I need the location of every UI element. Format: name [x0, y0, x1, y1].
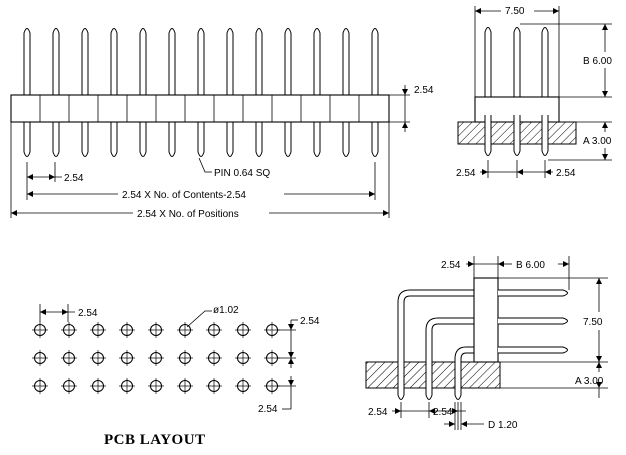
front-pin-lower: [284, 121, 292, 157]
pcb-hole: [32, 322, 48, 338]
side-b-label: B 6.00: [583, 56, 612, 67]
side-pitch-right-label: 2.54: [556, 168, 576, 179]
pcb-hole: [206, 350, 222, 366]
pcb-hole: [119, 378, 135, 394]
ra-b-label: B 6.00: [516, 260, 545, 271]
pcb-hole: [177, 350, 193, 366]
ra-bottom-mid-label: 2.54: [433, 407, 453, 418]
pcb-hole: [264, 350, 280, 366]
front-pin-lower: [226, 121, 234, 157]
front-pin: [197, 28, 205, 96]
front-pitch-label: 2.54: [64, 173, 84, 184]
pcb-hole: [264, 322, 280, 338]
pcb-holes: [32, 322, 280, 394]
contents-dimension-label: 2.54 X No. of Contents-2.54: [122, 190, 246, 201]
front-pin-lower: [52, 121, 60, 157]
pcb-hole: [235, 378, 251, 394]
pcb-hole: [148, 322, 164, 338]
ra-pin-bottom: [454, 346, 475, 400]
front-pin-lower: [255, 121, 263, 157]
front-pin: [168, 28, 176, 96]
pin-size-label: PIN 0.64 SQ: [214, 168, 270, 179]
ra-height-label: 7.50: [583, 317, 603, 328]
pcb-hole: [235, 322, 251, 338]
front-pin: [81, 28, 89, 96]
pcb-hole: [148, 350, 164, 366]
front-pin-lower: [197, 121, 205, 157]
housing-dividers: [39, 95, 360, 122]
pcb-hole: [235, 350, 251, 366]
front-pin: [139, 28, 147, 96]
front-pin-lower: [371, 121, 379, 157]
pcb-pitch-bottom-label: 2.54: [258, 404, 278, 415]
right-angle-view: 2.54 B 6.00 7.50 A 3.00 2.54 2.54: [365, 256, 608, 431]
pcb-hole: [32, 350, 48, 366]
ra-pin-top: [397, 289, 475, 400]
pcb-hole: [148, 378, 164, 394]
front-pin: [52, 28, 60, 96]
front-pin: [23, 28, 31, 96]
side-pitch-left-label: 2.54: [456, 168, 476, 179]
ra-pcb: [365, 361, 501, 389]
pcb-hole: [90, 322, 106, 338]
front-pin-lower: [342, 121, 350, 157]
front-pin: [371, 28, 379, 96]
front-pin: [255, 28, 263, 96]
front-pin-lower: [139, 121, 147, 157]
ra-d-label: D 1.20: [488, 420, 518, 431]
front-pin: [110, 28, 118, 96]
front-view: 2.54 2.54 PIN 0.64 SQ 2.54 X No. of Cont…: [10, 28, 434, 220]
pcb-hole: [119, 350, 135, 366]
pcb-layout-title: PCB LAYOUT: [104, 432, 206, 448]
pcb-hole: [177, 378, 193, 394]
pcb-hole: [90, 350, 106, 366]
front-pin-lower: [81, 121, 89, 157]
front-pin-lower: [23, 121, 31, 157]
pcb-layout: 2.54 ø1.02 2.54 2.54 PCB LAYOUT: [32, 304, 320, 448]
pcb-hole: [206, 378, 222, 394]
ra-bottom-left-label: 2.54: [368, 407, 388, 418]
pcb-hole: [61, 322, 77, 338]
pcb-hole-label: ø1.02: [213, 305, 239, 316]
front-pin-lower: [110, 121, 118, 157]
front-pin: [226, 28, 234, 96]
side-a-label: A 3.00: [583, 136, 612, 147]
front-pin: [313, 28, 321, 96]
pcb-hole: [32, 378, 48, 394]
pcb-pitch-right-label: 2.54: [300, 316, 320, 327]
ra-a-label: A 3.00: [575, 376, 604, 387]
ra-pin-mid: [425, 317, 475, 400]
pcb-hole: [90, 378, 106, 394]
pcb-hole: [61, 350, 77, 366]
front-pin: [342, 28, 350, 96]
front-pin: [284, 28, 292, 96]
pcb-hole: [61, 378, 77, 394]
side-view: 7.50 B 6.00 A 3.00 2.54 2.54: [456, 6, 612, 179]
front-pin-lower: [313, 121, 321, 157]
front-pins: [23, 28, 379, 157]
pcb-hole: [119, 322, 135, 338]
pcb-hole: [264, 378, 280, 394]
ra-top-left-label: 2.54: [441, 260, 461, 271]
pcb-hole: [206, 322, 222, 338]
ra-housing: [473, 277, 499, 363]
pcb-pitch-top-label: 2.54: [78, 308, 98, 319]
front-pin-lower: [168, 121, 176, 157]
header-housing: [10, 94, 390, 123]
side-width-label: 7.50: [505, 6, 525, 17]
pcb-hole: [177, 322, 193, 338]
front-height-label: 2.54: [414, 85, 434, 96]
positions-dimension-label: 2.54 X No. of Positions: [137, 209, 239, 220]
